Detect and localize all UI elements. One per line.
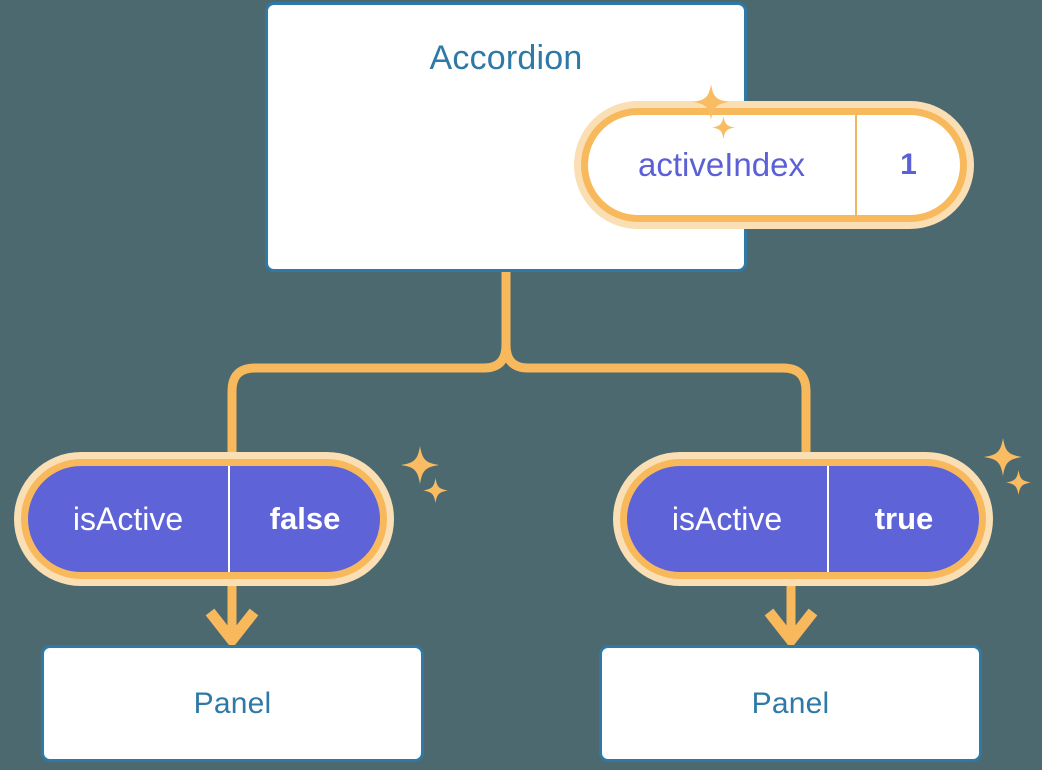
sparkle-icon	[984, 438, 1022, 476]
sparkle-icon	[1006, 470, 1031, 495]
sparkle-icon	[401, 446, 439, 484]
state-value-label: true	[827, 466, 979, 572]
state-pill-is-active-false[interactable]: isActive false	[14, 452, 394, 586]
pill-ring: isActive true	[620, 459, 986, 579]
pill-ring: activeIndex 1	[581, 108, 967, 222]
panel-title: Panel	[751, 686, 830, 720]
state-value-label: false	[228, 466, 380, 572]
pill-ring: isActive false	[21, 459, 387, 579]
sparkle-icon	[423, 478, 448, 503]
component-card-panel-left[interactable]: Panel	[41, 645, 424, 762]
pill-body: isActive false	[28, 466, 380, 572]
state-key-label: isActive	[671, 500, 783, 537]
state-pill-is-active-true[interactable]: isActive true	[613, 452, 993, 586]
component-card-accordion[interactable]: Accordion activeIndex 1	[265, 2, 974, 272]
page-title: Accordion	[429, 39, 583, 77]
pill-body: isActive true	[627, 466, 979, 572]
state-key-label: isActive	[72, 500, 184, 537]
arrow-down-icon	[205, 586, 259, 649]
state-pill-active-index[interactable]: activeIndex 1	[574, 101, 974, 229]
state-value-label: 1	[855, 115, 960, 215]
state-key-label: activeIndex	[638, 146, 805, 183]
panel-title: Panel	[193, 686, 272, 720]
arrow-down-icon	[764, 586, 818, 649]
pill-body: activeIndex 1	[588, 115, 960, 215]
component-card-panel-right[interactable]: Panel	[599, 645, 982, 762]
